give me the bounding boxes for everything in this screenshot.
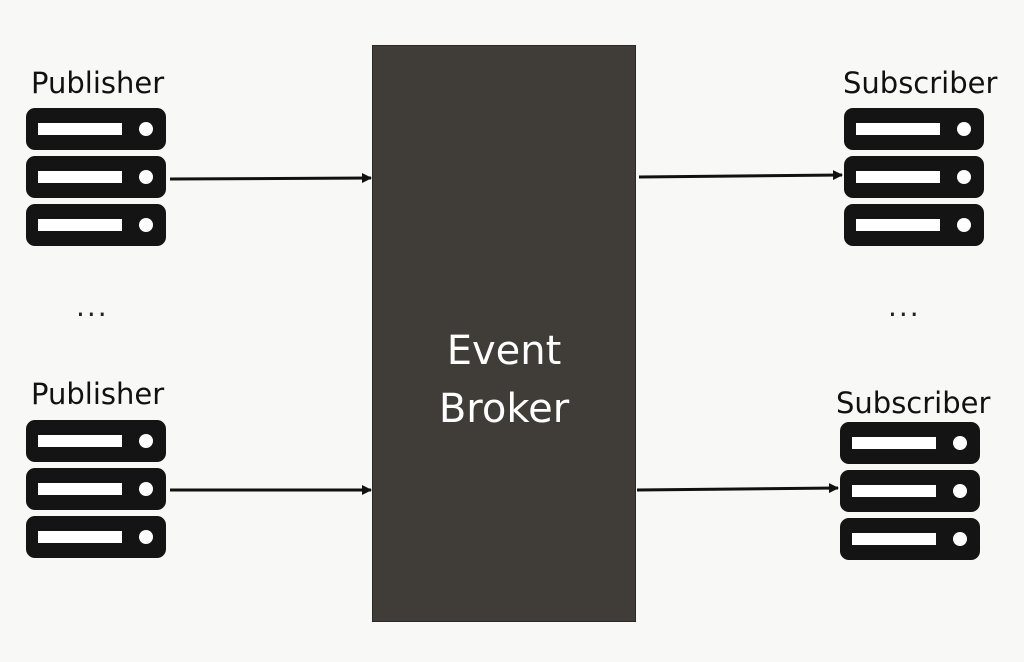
subscriber-ellipsis: ... xyxy=(888,290,921,323)
server-icon xyxy=(844,108,984,246)
server-icon xyxy=(26,420,166,558)
arrow-broker-to-subscriber-top xyxy=(638,170,843,181)
arrow-publisher-top-to-broker xyxy=(169,173,372,184)
event-broker-box: Event Broker xyxy=(372,45,636,622)
publisher-ellipsis: ... xyxy=(76,290,109,323)
subscriber-label-bottom: Subscriber xyxy=(836,386,991,420)
arrow-broker-to-subscriber-bottom xyxy=(636,483,839,494)
event-broker-line2: Broker xyxy=(438,386,570,432)
event-broker-line1: Event xyxy=(446,328,562,374)
server-icon xyxy=(840,422,980,560)
publisher-label-top: Publisher xyxy=(31,66,165,100)
subscriber-label-top: Subscriber xyxy=(843,66,998,100)
server-icon xyxy=(26,108,166,246)
publisher-label-bottom: Publisher xyxy=(31,377,165,411)
event-broker-label: Event Broker xyxy=(373,322,635,438)
